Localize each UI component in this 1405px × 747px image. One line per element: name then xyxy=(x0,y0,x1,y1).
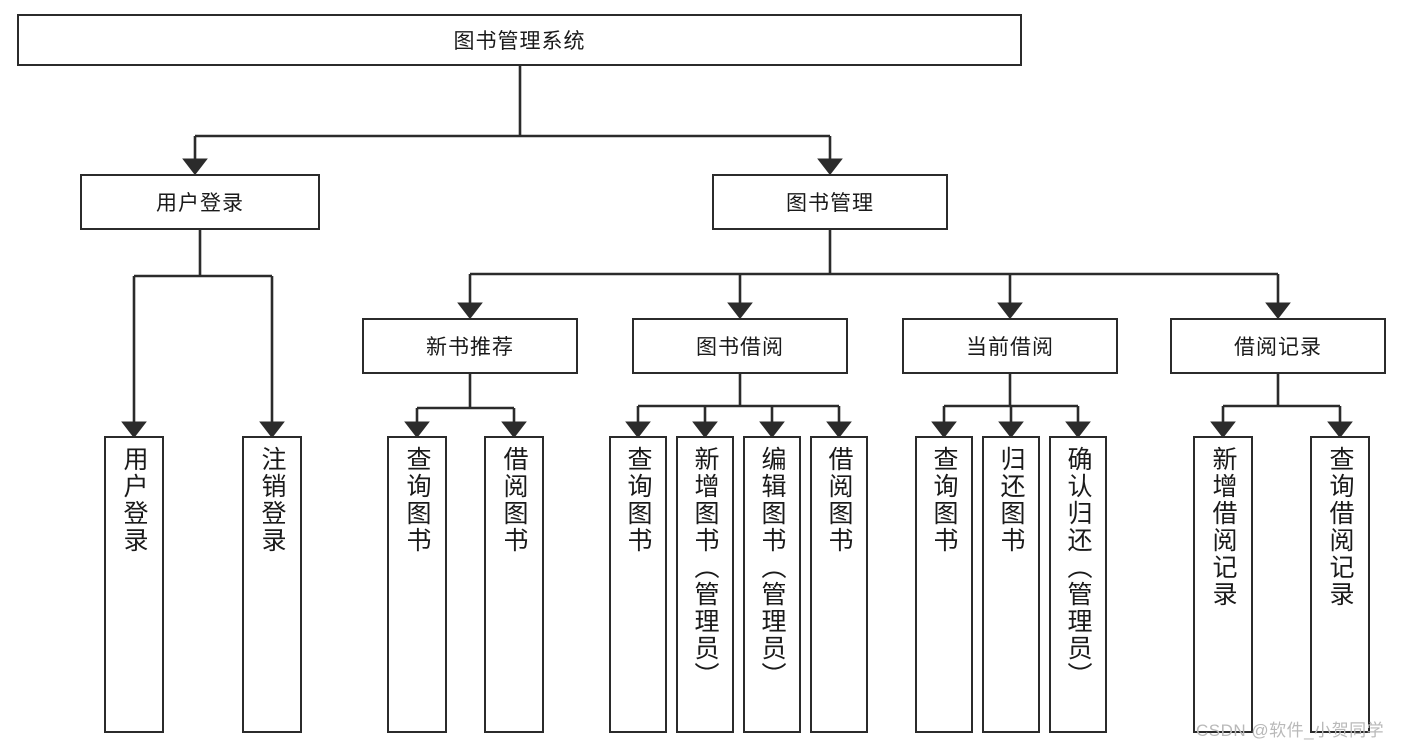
node-leaf-query-book-recommend-label: 查询图书 xyxy=(403,446,431,554)
node-leaf-logout-login-label: 注销登录 xyxy=(258,446,286,554)
node-user-login-label: 用户登录 xyxy=(156,192,244,215)
node-root[interactable]: 图书管理系统 xyxy=(17,14,1022,66)
csdn-watermark: CSDN @软件_小贺同学 xyxy=(1196,721,1385,740)
node-leaf-confirm-return-admin[interactable]: 确认归还（管理员） xyxy=(1049,436,1107,733)
node-leaf-query-book-borrow-label: 查询图书 xyxy=(624,446,652,554)
node-current-borrow[interactable]: 当前借阅 xyxy=(902,318,1118,374)
node-leaf-edit-book-admin[interactable]: 编辑图书（管理员） xyxy=(743,436,801,733)
node-leaf-add-book-admin-label: 新增图书（管理员） xyxy=(691,446,719,689)
node-borrow-record[interactable]: 借阅记录 xyxy=(1170,318,1386,374)
node-book-management-label: 图书管理 xyxy=(786,192,874,215)
node-leaf-query-book-borrow[interactable]: 查询图书 xyxy=(609,436,667,733)
node-book-borrow[interactable]: 图书借阅 xyxy=(632,318,848,374)
node-leaf-query-book-recommend[interactable]: 查询图书 xyxy=(387,436,447,733)
node-leaf-borrow-book[interactable]: 借阅图书 xyxy=(810,436,868,733)
node-leaf-borrow-book-recommend-label: 借阅图书 xyxy=(500,446,528,554)
node-leaf-add-book-admin[interactable]: 新增图书（管理员） xyxy=(676,436,734,733)
node-leaf-user-login-label: 用户登录 xyxy=(120,446,148,554)
node-leaf-add-borrow-record[interactable]: 新增借阅记录 xyxy=(1193,436,1253,733)
node-root-label: 图书管理系统 xyxy=(453,30,586,53)
node-leaf-borrow-book-recommend[interactable]: 借阅图书 xyxy=(484,436,544,733)
node-borrow-record-label: 借阅记录 xyxy=(1234,336,1322,359)
node-leaf-return-book[interactable]: 归还图书 xyxy=(982,436,1040,733)
node-leaf-edit-book-admin-label: 编辑图书（管理员） xyxy=(758,446,786,689)
node-leaf-query-borrow-record[interactable]: 查询借阅记录 xyxy=(1310,436,1370,733)
node-leaf-user-login[interactable]: 用户登录 xyxy=(104,436,164,733)
node-leaf-add-borrow-record-label: 新增借阅记录 xyxy=(1209,446,1237,608)
node-leaf-confirm-return-admin-label: 确认归还（管理员） xyxy=(1064,446,1092,689)
node-new-book-recommend[interactable]: 新书推荐 xyxy=(362,318,578,374)
node-leaf-return-book-label: 归还图书 xyxy=(997,446,1025,554)
node-leaf-borrow-book-label: 借阅图书 xyxy=(825,446,853,554)
node-leaf-query-book-current-label: 查询图书 xyxy=(930,446,958,554)
node-book-management[interactable]: 图书管理 xyxy=(712,174,948,230)
node-book-borrow-label: 图书借阅 xyxy=(696,336,784,359)
node-new-book-recommend-label: 新书推荐 xyxy=(426,336,514,359)
node-user-login[interactable]: 用户登录 xyxy=(80,174,320,230)
node-leaf-query-book-current[interactable]: 查询图书 xyxy=(915,436,973,733)
node-current-borrow-label: 当前借阅 xyxy=(966,336,1054,359)
node-leaf-query-borrow-record-label: 查询借阅记录 xyxy=(1326,446,1354,608)
node-leaf-logout-login[interactable]: 注销登录 xyxy=(242,436,302,733)
